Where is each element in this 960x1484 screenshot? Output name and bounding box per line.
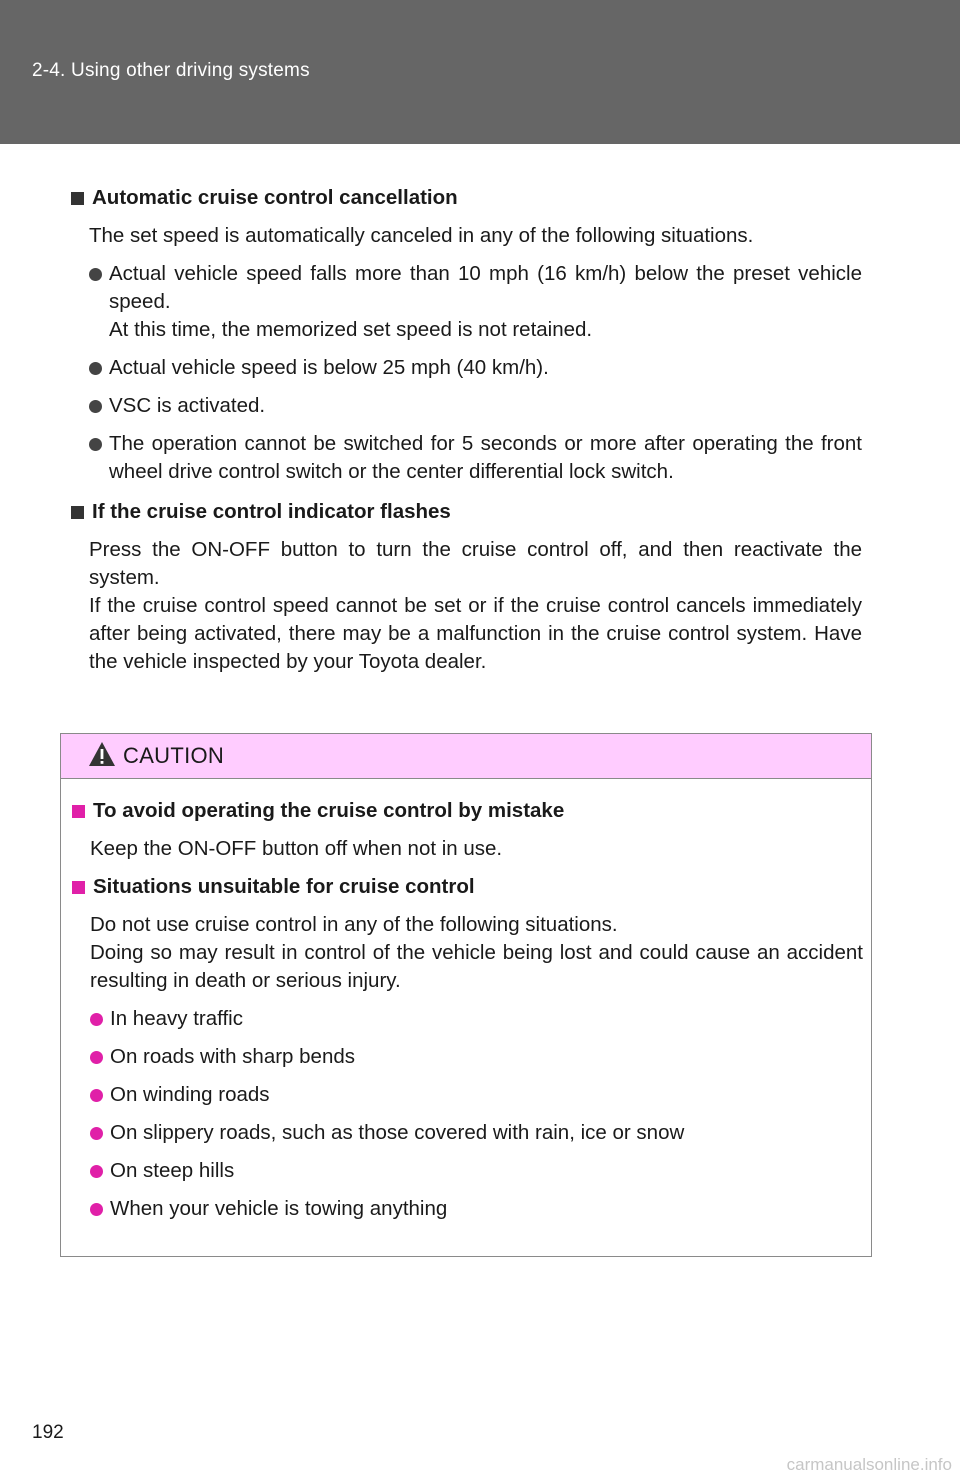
circle-bullet-icon <box>89 438 102 451</box>
caution-subtitle-text: Situations unsuitable for cruise control <box>93 875 475 898</box>
warning-triangle-icon <box>89 742 115 766</box>
watermark: carmanualsonline.info <box>786 1455 952 1474</box>
caution-unsuitable-text-1: Do not use cruise control in any of the … <box>90 913 618 936</box>
indicator-text-2: If the cruise control speed cannot be se… <box>89 594 862 673</box>
caution-subtitle-mistake: To avoid operating the cruise control by… <box>69 797 863 825</box>
list-item: On steep hills <box>90 1157 863 1185</box>
circle-bullet-icon <box>89 268 102 281</box>
caution-box: CAUTION To avoid operating the cruise co… <box>60 733 872 1257</box>
list-item-text: VSC is activated. <box>109 394 266 417</box>
circle-bullet-icon <box>90 1051 103 1064</box>
caution-header: CAUTION <box>61 734 871 779</box>
indicator-text-1: Press the ON-OFF button to turn the crui… <box>89 538 862 589</box>
indicator-paragraph: Press the ON-OFF button to turn the crui… <box>89 536 862 676</box>
list-item: Actual vehicle speed is below 25 mph (40… <box>89 354 862 382</box>
section-title-cancellation: Automatic cruise control cancellation <box>68 184 862 212</box>
circle-bullet-icon <box>89 400 102 413</box>
list-item: On winding roads <box>90 1081 863 1109</box>
circle-bullet-icon <box>90 1013 103 1026</box>
list-item-text: The operation cannot be switched for 5 s… <box>109 432 862 483</box>
section-title-indicator: If the cruise control indicator flashes <box>68 498 862 526</box>
page-header: 2-4. Using other driving systems <box>0 0 960 144</box>
list-item-text: Actual vehicle speed is below 25 mph (40… <box>109 356 549 379</box>
list-item: When your vehicle is towing anything <box>90 1195 863 1223</box>
list-item: On slippery roads, such as those covered… <box>90 1119 863 1147</box>
circle-bullet-icon <box>90 1089 103 1102</box>
list-item-text: On roads with sharp bends <box>110 1045 355 1068</box>
list-item: Actual vehicle speed falls more than 10 … <box>89 260 862 344</box>
list-item: On roads with sharp bends <box>90 1043 863 1071</box>
page-number: 192 <box>32 1422 64 1443</box>
square-bullet-icon <box>72 880 85 894</box>
circle-bullet-icon <box>90 1165 103 1178</box>
square-bullet-icon <box>72 804 85 818</box>
list-item-text: When your vehicle is towing anything <box>110 1197 448 1220</box>
list-item-text: In heavy traffic <box>110 1007 243 1030</box>
caution-subtitle-unsuitable: Situations unsuitable for cruise control <box>69 873 863 901</box>
section-title-text: If the cruise control indicator flashes <box>92 500 451 523</box>
section-breadcrumb: 2-4. Using other driving systems <box>32 60 310 81</box>
circle-bullet-icon <box>90 1127 103 1140</box>
circle-bullet-icon <box>90 1203 103 1216</box>
caution-unsuitable-paragraph: Do not use cruise control in any of the … <box>90 911 863 995</box>
caution-body: To avoid operating the cruise control by… <box>61 779 863 1223</box>
list-item-text: On slippery roads, such as those covered… <box>110 1121 685 1144</box>
caution-unsuitable-text-2: Doing so may result in control of the ve… <box>90 941 863 992</box>
circle-bullet-icon <box>89 362 102 375</box>
square-bullet-icon <box>71 191 84 205</box>
caution-mistake-text: Keep the ON-OFF button off when not in u… <box>90 837 503 860</box>
list-item: VSC is activated. <box>89 392 862 420</box>
caution-title: CAUTION <box>123 743 225 768</box>
cancellation-intro: The set speed is automatically canceled … <box>89 224 754 247</box>
square-bullet-icon <box>71 505 84 519</box>
list-item: In heavy traffic <box>90 1005 863 1033</box>
list-item-note: At this time, the memorized set speed is… <box>109 318 593 341</box>
list-item-text: On winding roads <box>110 1083 270 1106</box>
list-item: The operation cannot be switched for 5 s… <box>89 430 862 486</box>
main-content: Automatic cruise control cancellation Th… <box>68 184 862 676</box>
list-item-text: On steep hills <box>110 1159 235 1182</box>
list-item-text: Actual vehicle speed falls more than 10 … <box>109 262 862 313</box>
section-title-text: Automatic cruise control cancellation <box>92 186 458 209</box>
caution-subtitle-text: To avoid operating the cruise control by… <box>93 799 565 822</box>
